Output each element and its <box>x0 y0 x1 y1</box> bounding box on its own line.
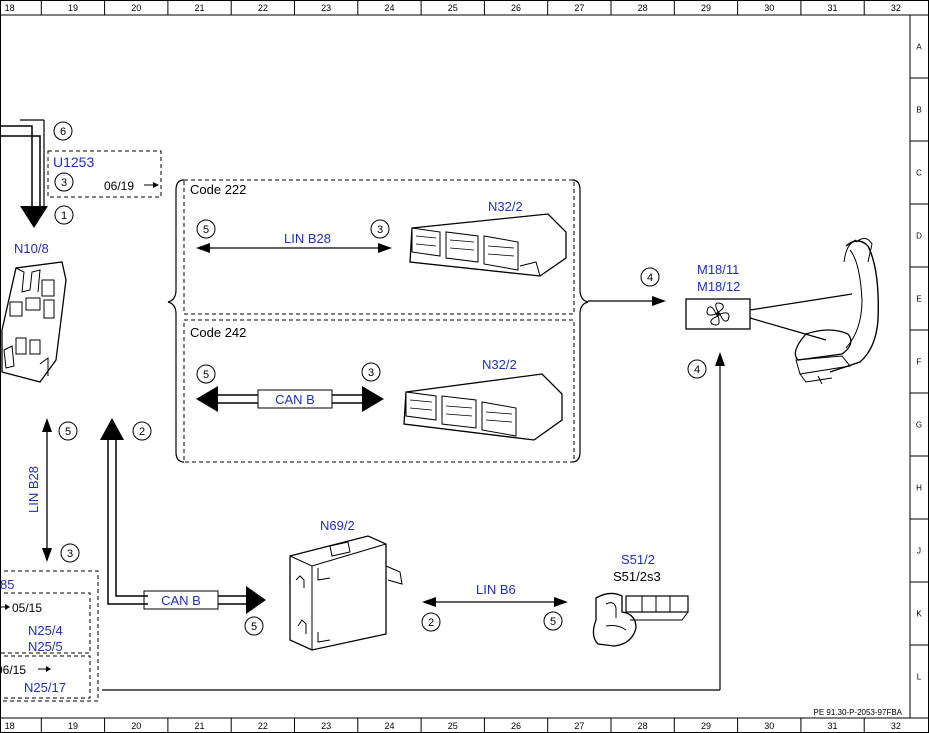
n10-8-module-icon <box>1 261 67 383</box>
grid-column-label: 32 <box>891 3 901 13</box>
grid-column-label: 28 <box>638 3 648 13</box>
grid-column-label: 23 <box>321 721 331 731</box>
grid-column-label: 30 <box>764 3 774 13</box>
grid-column-label: 30 <box>764 721 774 731</box>
grid-column-label: 18 <box>5 3 15 13</box>
n32-2-module-b-icon <box>403 373 563 441</box>
grid-column-label: 18 <box>5 721 15 731</box>
label-s51-2: S51/2 <box>621 552 655 567</box>
grid-column-label: 31 <box>828 3 838 13</box>
grid-column-label: 28 <box>638 721 648 731</box>
fan-icon <box>706 302 730 326</box>
label-n32-2-a: N32/2 <box>488 199 523 214</box>
left-bus-group: LIN B28 5 3 2 CAN B 5 85 05/15 N25/4 N25… <box>0 418 266 702</box>
label-code-242: Code 242 <box>190 325 246 340</box>
grid-column-label: 29 <box>701 3 711 13</box>
grid-column-label: 27 <box>574 3 584 13</box>
grid-column-label: 25 <box>448 721 458 731</box>
callout-3-code242: 3 <box>368 367 374 379</box>
grid-column-label: 25 <box>448 3 458 13</box>
grid-column-label: 21 <box>195 721 205 731</box>
n32-2-module-a-icon <box>409 213 567 277</box>
grid-column-label: 20 <box>131 721 141 731</box>
seat-icon <box>794 238 879 385</box>
grid-row-label: A <box>916 43 922 52</box>
label-n25-17: N25/17 <box>24 680 66 695</box>
grid-row-label: E <box>916 295 921 304</box>
seat-switch-icon <box>592 592 689 647</box>
callout-4-m18: 4 <box>694 364 700 376</box>
label-can-b-bottom: CAN B <box>161 593 201 608</box>
callout-4-right: 4 <box>647 272 653 284</box>
grid-row-label: L <box>917 673 922 682</box>
grid-column-label: 32 <box>891 721 901 731</box>
callout-1: 1 <box>61 210 67 222</box>
doc-reference: PE 91.30-P-2053-97FBA <box>814 708 903 717</box>
label-partial-85: 85 <box>0 577 14 592</box>
label-n69-2: N69/2 <box>320 518 355 533</box>
label-m18-11: M18/11 <box>697 262 739 277</box>
grid-row-label: H <box>916 484 922 493</box>
grid-row-label: F <box>917 358 922 367</box>
label-s51-2s3: S51/2s3 <box>613 569 661 584</box>
label-lin-b28-vertical: LIN B28 <box>26 466 41 513</box>
callout-2-linb6: 2 <box>428 617 434 629</box>
grid-row-label: D <box>916 232 922 241</box>
n69-2-module-icon <box>289 535 403 651</box>
label-can-b-mid: CAN B <box>275 392 315 407</box>
label-u1253: U1253 <box>53 154 94 170</box>
label-n32-2-b: N32/2 <box>482 357 517 372</box>
arrow-down-n10 <box>20 206 48 228</box>
label-lin-b6: LIN B6 <box>476 582 516 597</box>
label-n25-5: N25/5 <box>28 639 63 654</box>
code-options-group: Code 222 Code 242 5 3 LIN B28 N32/2 5 3 <box>167 179 666 463</box>
grid-column-label: 31 <box>828 721 838 731</box>
label-n10-8: N10/8 <box>14 241 49 256</box>
grid-row-label: C <box>916 169 922 178</box>
callout-2-can: 2 <box>139 426 145 438</box>
m18-group: M18/11 M18/12 4 <box>102 238 879 691</box>
grid-column-label: 24 <box>384 721 394 731</box>
grid-column-label: 22 <box>258 3 268 13</box>
grid-column-label: 20 <box>131 3 141 13</box>
grid-row-label: G <box>916 421 922 430</box>
top-left-group: 6 U1253 3 06/19 1 N10/8 <box>0 119 162 383</box>
grid-column-label: 22 <box>258 721 268 731</box>
grid-row-label: J <box>917 547 921 556</box>
grid-row-label: B <box>916 106 921 115</box>
ref-0615: 06/15 <box>0 663 26 677</box>
callout-5-n69: 5 <box>251 621 257 633</box>
label-n25-4: N25/4 <box>28 623 63 638</box>
grid-column-label: 21 <box>195 3 205 13</box>
grid-column-label: 26 <box>511 3 521 13</box>
grid-column-label: 19 <box>68 3 78 13</box>
label-code-222: Code 222 <box>190 182 246 197</box>
grid-column-label: 26 <box>511 721 521 731</box>
callout-3-code222: 3 <box>377 224 383 236</box>
callout-5-linb6: 5 <box>550 616 556 628</box>
grid-column-label: 27 <box>574 721 584 731</box>
grid-column-label: 24 <box>384 3 394 13</box>
grid-column-label: 19 <box>68 721 78 731</box>
ref-0515: 05/15 <box>12 601 42 615</box>
grid-row-label: K <box>916 610 922 619</box>
callout-3-u1253: 3 <box>61 177 67 189</box>
callout-5-lin-vertical: 5 <box>65 426 71 438</box>
callout-3-lin-vertical: 3 <box>67 548 73 560</box>
ref-0619: 06/19 <box>104 179 134 193</box>
callout-5-code222: 5 <box>203 224 209 236</box>
s51-group: S51/2 S51/2s3 <box>592 552 689 647</box>
callout-5-code242: 5 <box>203 369 209 381</box>
label-m18-12: M18/12 <box>697 279 740 294</box>
n69-group: N69/2 LIN B6 2 5 <box>289 518 568 651</box>
grid-column-label: 23 <box>321 3 331 13</box>
callout-6: 6 <box>60 126 66 138</box>
grid-column-label: 29 <box>701 721 711 731</box>
label-lin-b28-top: LIN B28 <box>284 231 331 246</box>
